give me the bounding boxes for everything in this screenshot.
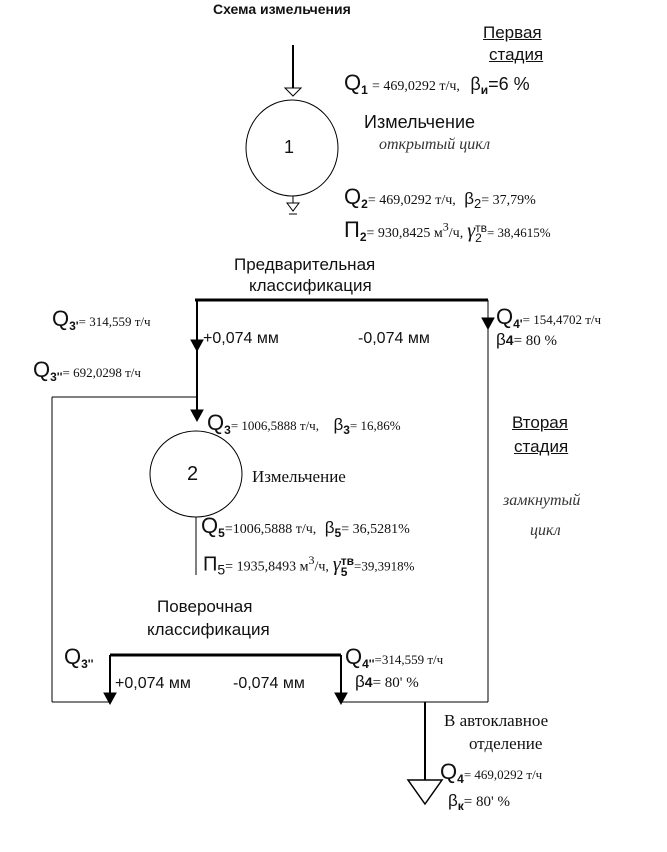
q1-label: Q1 = 469,0292 т/ч, βи=6 %: [344, 70, 530, 98]
stage-2-cycle-1: замкнутый: [503, 492, 581, 509]
mill-2-number: 2: [187, 463, 199, 485]
feed-arrow: [283, 87, 303, 97]
beta-k-label: βк= 80' %: [448, 791, 510, 814]
q4-double-prime-label: Q4''=314,559 т/ч: [345, 644, 444, 672]
q2-label: Q2= 469,0292 т/ч, β2= 37,79%: [344, 184, 536, 212]
mill-2-name: Измельчение: [252, 467, 346, 486]
preclass-plus-arrow-1: [190, 339, 204, 353]
preclass-minus-arrow: [481, 317, 495, 331]
checkclass-minus-arrow: [334, 692, 348, 706]
beta-4-bottom-label: β4= 80' %: [355, 672, 419, 691]
q3-double-prime-label: Q3''= 692,0298 т/ч: [33, 357, 141, 385]
checkclass-plus-arrow: [103, 692, 117, 706]
stage-2-line-1: Вторая: [512, 413, 568, 432]
q3-double-prime-bottom-label: Q3'': [64, 644, 94, 672]
mill-1-circle: [245, 99, 339, 197]
diagram-title: Схема измельчения: [213, 1, 351, 17]
stage-2-line-2: стадия: [514, 437, 569, 456]
stage-1-line-1: Первая: [483, 23, 542, 42]
mill-1-number: 1: [284, 137, 295, 157]
checkclass-title-1: Поверочная: [157, 597, 253, 616]
preclass-title-1: Предварительная: [234, 255, 376, 274]
q3-label: Q3= 1006,5888 т/ч, β3= 16,86%: [207, 410, 401, 438]
q5-label: Q5=1006,5888 т/ч, β5= 36,5281%: [201, 513, 410, 541]
stage-1-line-2: стадия: [489, 45, 544, 64]
autoclave-line-1: В автоклавное: [444, 711, 549, 730]
checkclass-plus-label: +0,074 мм: [115, 675, 191, 692]
mill-1-mode: открытый цикл: [379, 136, 491, 153]
preclass-title-2: классификация: [249, 276, 372, 295]
q3-prime-label: Q3'= 314,559 т/ч: [52, 306, 151, 334]
q4-final-label: Q4= 469,0292 т/ч: [440, 759, 543, 787]
q4-prime-label: Q4'= 154,4702 т/ч: [496, 304, 602, 332]
preclass-plus-arrow-2: [190, 409, 204, 423]
mill-1-output-arrow: [286, 202, 300, 212]
beta-4-label: β4= 80 %: [496, 330, 558, 349]
preclass-minus-label: -0,074 мм: [358, 330, 430, 347]
autoclave-line-2: отделение: [469, 734, 543, 753]
checkclass-title-2: классификация: [147, 620, 270, 639]
preclass-plus-label: +0,074 мм: [203, 330, 279, 347]
mill-1-name: Измельчение: [364, 112, 476, 132]
to-autoclave-arrow: [406, 779, 444, 806]
stage-2-cycle-2: цикл: [530, 522, 561, 539]
checkclass-minus-label: -0,074 мм: [233, 675, 305, 692]
